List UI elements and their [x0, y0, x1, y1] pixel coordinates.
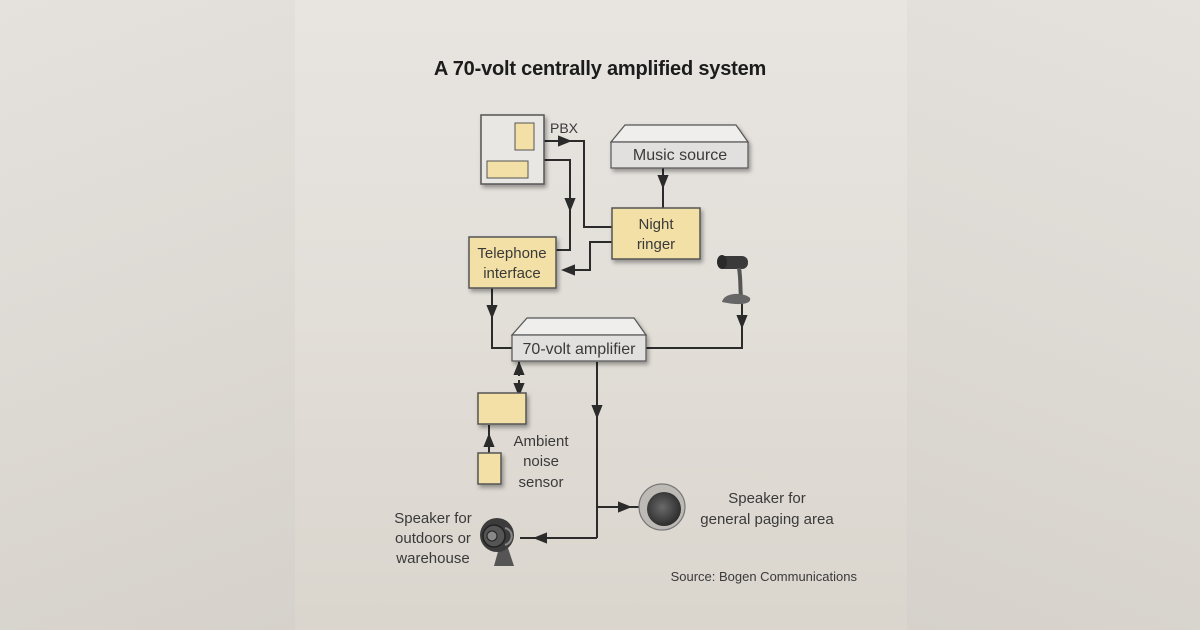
telephone-interface-label-line2: interface — [483, 265, 541, 282]
pbx-to-ringer-line — [565, 140, 612, 228]
general-speaker-label-line2: general paging area — [700, 511, 834, 528]
ambient-noise-control-box — [477, 392, 527, 425]
outdoor-speaker-icon — [480, 518, 514, 566]
pbx-device — [480, 114, 545, 185]
ambient-label-line2: noise — [523, 453, 559, 470]
ringer-to-tel-line — [572, 241, 612, 271]
telephone-interface-box — [468, 236, 557, 289]
pbx-to-tel-line — [556, 205, 571, 251]
background-left — [0, 0, 295, 630]
general-speaker-icon — [638, 483, 686, 531]
outdoor-speaker-label-line1: Speaker for — [394, 510, 472, 527]
pbx-to-tel-arrow — [544, 159, 576, 212]
telephone-interface-label-line1: Telephone — [477, 245, 546, 262]
music-source-device — [609, 124, 750, 169]
connector-lines — [483, 135, 748, 544]
background-right — [907, 0, 1200, 630]
night-ringer-label-line2: ringer — [637, 236, 675, 253]
ambient-label-line1: Ambient — [513, 433, 569, 450]
diagram-title: A 70-volt centrally amplified system — [433, 58, 767, 80]
amplifier-device — [510, 317, 648, 362]
microphone-icon — [717, 255, 751, 305]
general-speaker-label-line1: Speaker for — [728, 490, 806, 507]
ambient-label-line3: sensor — [518, 474, 563, 491]
ambient-noise-sensor-box — [477, 452, 502, 485]
amplifier-label: 70-volt amplifier — [523, 341, 637, 358]
outdoor-speaker-label-line2: outdoors or — [395, 530, 471, 547]
source-credit: Source: Bogen Communications — [671, 569, 858, 584]
night-ringer-label-line1: Night — [638, 216, 674, 233]
tel-to-amp-line — [491, 312, 512, 349]
mic-to-amp-line — [646, 322, 743, 349]
diagram-panel — [295, 0, 907, 630]
pbx-label: PBX — [550, 120, 579, 136]
outdoor-speaker-label-line3: warehouse — [395, 550, 469, 567]
music-source-label: Music source — [633, 147, 727, 164]
night-ringer-box — [611, 207, 701, 260]
